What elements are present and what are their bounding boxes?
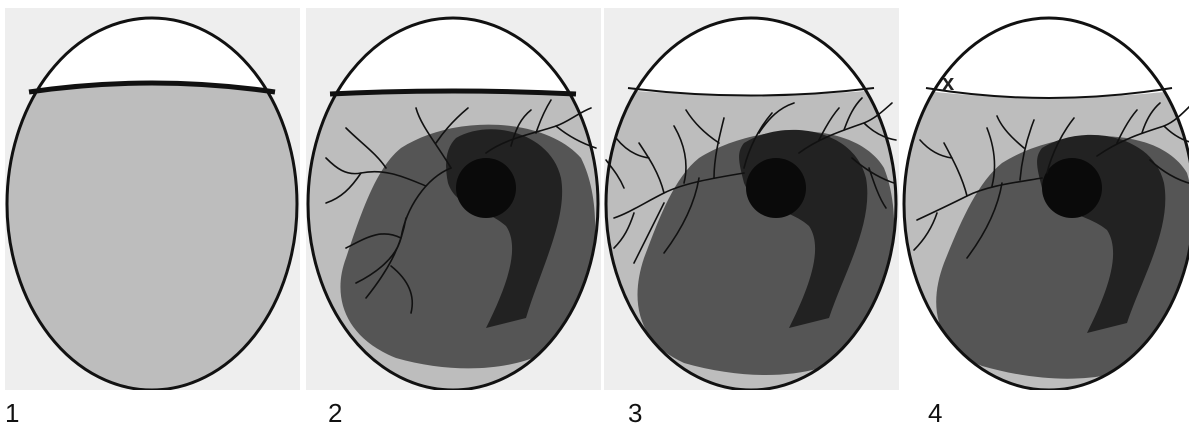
egg-panel-2 [306,8,601,390]
egg-diagram-1 [5,8,300,390]
egg-panel-1 [5,8,300,390]
panel-label-3: 3 [628,400,642,426]
egg-diagram-2 [306,8,601,390]
panel-label-4: 4 [928,400,942,426]
embryo-head [746,158,806,218]
egg-diagram-3 [604,8,899,390]
embryo-head [456,158,516,218]
panel-label-1: 1 [5,400,19,426]
egg-panel-3 [604,8,899,390]
egg-diagram-4: x [902,8,1189,390]
panel-label-2: 2 [328,400,342,426]
egg-panel-4: x [902,8,1189,390]
embryo-head [1042,158,1102,218]
